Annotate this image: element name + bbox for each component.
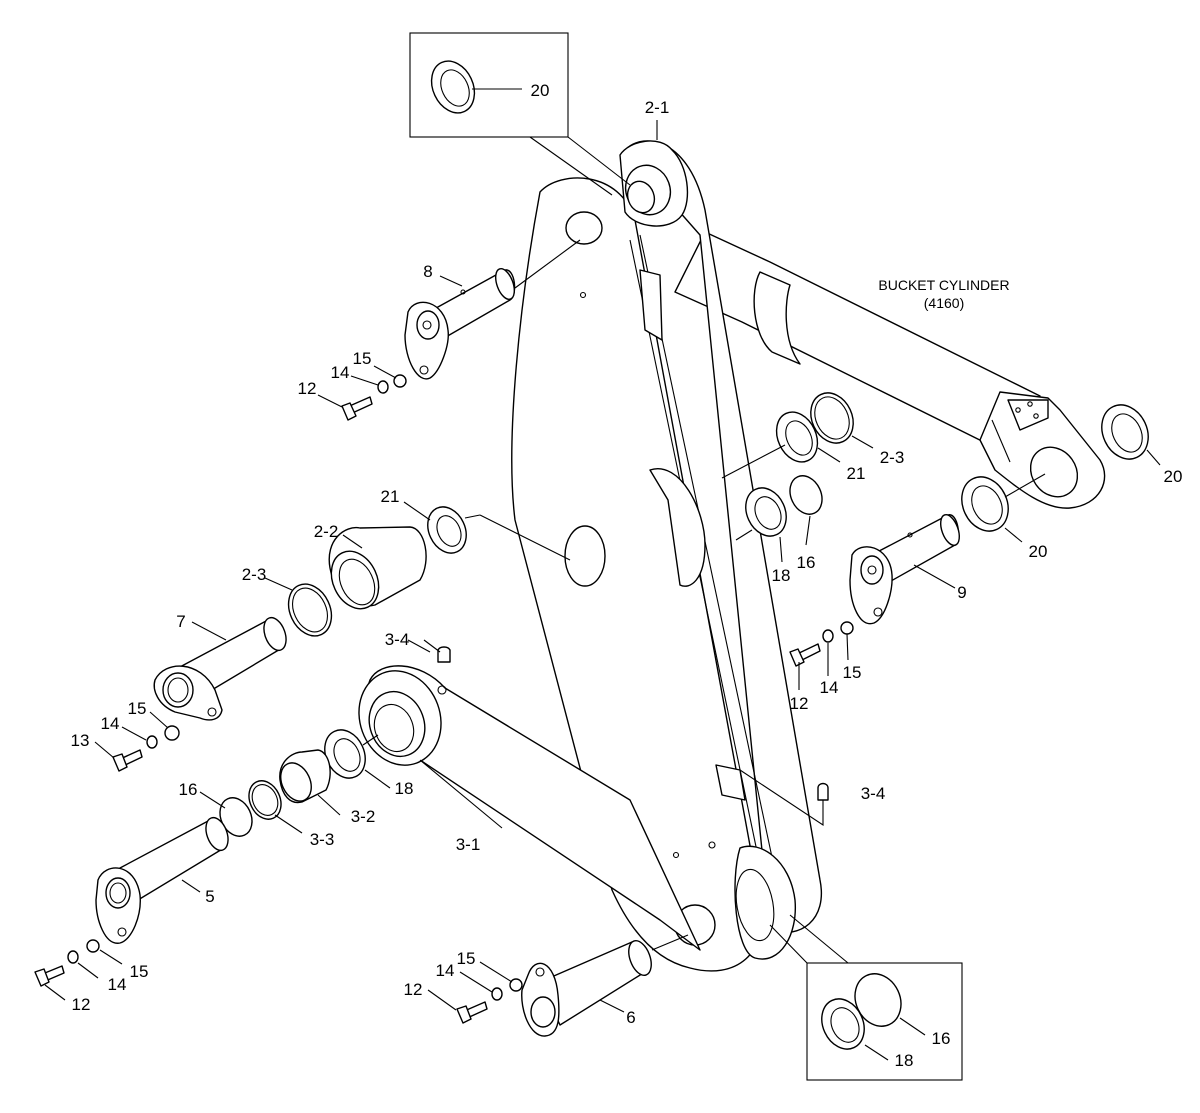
- label-20-inset-top: 20: [531, 81, 550, 100]
- washer-14-b: [822, 629, 834, 643]
- bolt-12-d: [34, 965, 65, 987]
- label-18-inset: 18: [895, 1051, 914, 1070]
- label-8: 8: [423, 262, 432, 281]
- nut-15-d: [86, 939, 100, 953]
- label-14-d: 14: [108, 975, 127, 994]
- leader-lines: [44, 120, 1161, 1061]
- label-12-b: 12: [790, 694, 809, 713]
- label-13: 13: [71, 731, 90, 750]
- label-18-right: 18: [772, 566, 791, 585]
- inset-box-bottom: [769, 914, 963, 1081]
- ring-2-3-right: [810, 392, 854, 444]
- seal-16-right: [789, 475, 823, 515]
- label-6: 6: [626, 1008, 635, 1027]
- washer-14-c: [146, 735, 158, 749]
- washer-18-right: [745, 487, 787, 537]
- bolt-12-e: [456, 1001, 488, 1024]
- washer-21-right: [775, 411, 819, 463]
- pin-9: [849, 514, 960, 625]
- label-14-b: 14: [820, 678, 839, 697]
- label-20-right: 20: [1164, 467, 1183, 486]
- label-12-a: 12: [298, 379, 317, 398]
- label-3-4-left: 3-4: [385, 630, 410, 649]
- label-21-left: 21: [381, 487, 400, 506]
- bolt-12-a: [341, 396, 373, 421]
- label-2-2: 2-2: [314, 522, 339, 541]
- label-3-3: 3-3: [310, 830, 335, 849]
- label-14-e: 14: [436, 961, 455, 980]
- label-2-1: 2-1: [645, 98, 670, 117]
- nut-15-a: [393, 374, 407, 388]
- pin-7: [153, 616, 287, 721]
- washer-14-d: [67, 950, 79, 964]
- label-5: 5: [205, 887, 214, 906]
- bell-crank-arm: [511, 140, 823, 972]
- grease-fitting-3-4-left: [423, 639, 441, 653]
- label-3-2: 3-2: [351, 807, 376, 826]
- bucket-cylinder: [674, 231, 1106, 509]
- label-14-a: 14: [331, 363, 350, 382]
- nut-15-e: [509, 978, 523, 992]
- ring-3-3: [248, 780, 282, 820]
- link-3-1: [358, 646, 701, 951]
- label-20-mid: 20: [1029, 542, 1048, 561]
- washer-20-mid: [961, 476, 1009, 532]
- label-16-right: 16: [797, 553, 816, 572]
- label-15-d: 15: [130, 962, 149, 981]
- label-15-b-right: 15: [843, 663, 862, 682]
- nut-15-c: [164, 725, 180, 741]
- bolt-13: [112, 749, 143, 772]
- label-16-inset: 16: [932, 1029, 951, 1048]
- nut-15-b: [840, 621, 854, 635]
- label-12-e: 12: [404, 980, 423, 999]
- washer-20-right: [1101, 404, 1149, 460]
- bolt-12-b: [789, 643, 821, 667]
- bushing-2-2: [328, 526, 427, 610]
- cylinder-note-line1: BUCKET CYLINDER: [878, 277, 1009, 293]
- grease-fitting-3-4-right: [739, 769, 829, 827]
- washer-21-left: [427, 506, 467, 554]
- label-3-1: 3-1: [456, 835, 481, 854]
- label-12-d: 12: [72, 995, 91, 1014]
- label-2-3-left: 2-3: [242, 565, 267, 584]
- ring-2-3-left: [287, 583, 333, 637]
- label-2-3-right: 2-3: [880, 448, 905, 467]
- label-7: 7: [176, 612, 185, 631]
- label-16-left: 16: [179, 780, 198, 799]
- label-15-c: 15: [128, 699, 147, 718]
- pin-6: [521, 934, 689, 1037]
- label-15-a: 15: [353, 349, 372, 368]
- label-21-right: 21: [847, 464, 866, 483]
- pin-5: [95, 816, 229, 944]
- washer-14-e: [491, 987, 503, 1001]
- label-3-4-right: 3-4: [861, 784, 886, 803]
- label-15-e: 15: [457, 949, 476, 968]
- label-9: 9: [957, 583, 966, 602]
- cylinder-note-line2: (4160): [924, 295, 964, 311]
- bushing-3-2: [279, 749, 331, 804]
- label-18-left: 18: [395, 779, 414, 798]
- washer-14-a: [377, 380, 389, 394]
- pin-8: [404, 239, 581, 380]
- inset-box-top: [409, 32, 631, 196]
- label-14-c: 14: [101, 714, 120, 733]
